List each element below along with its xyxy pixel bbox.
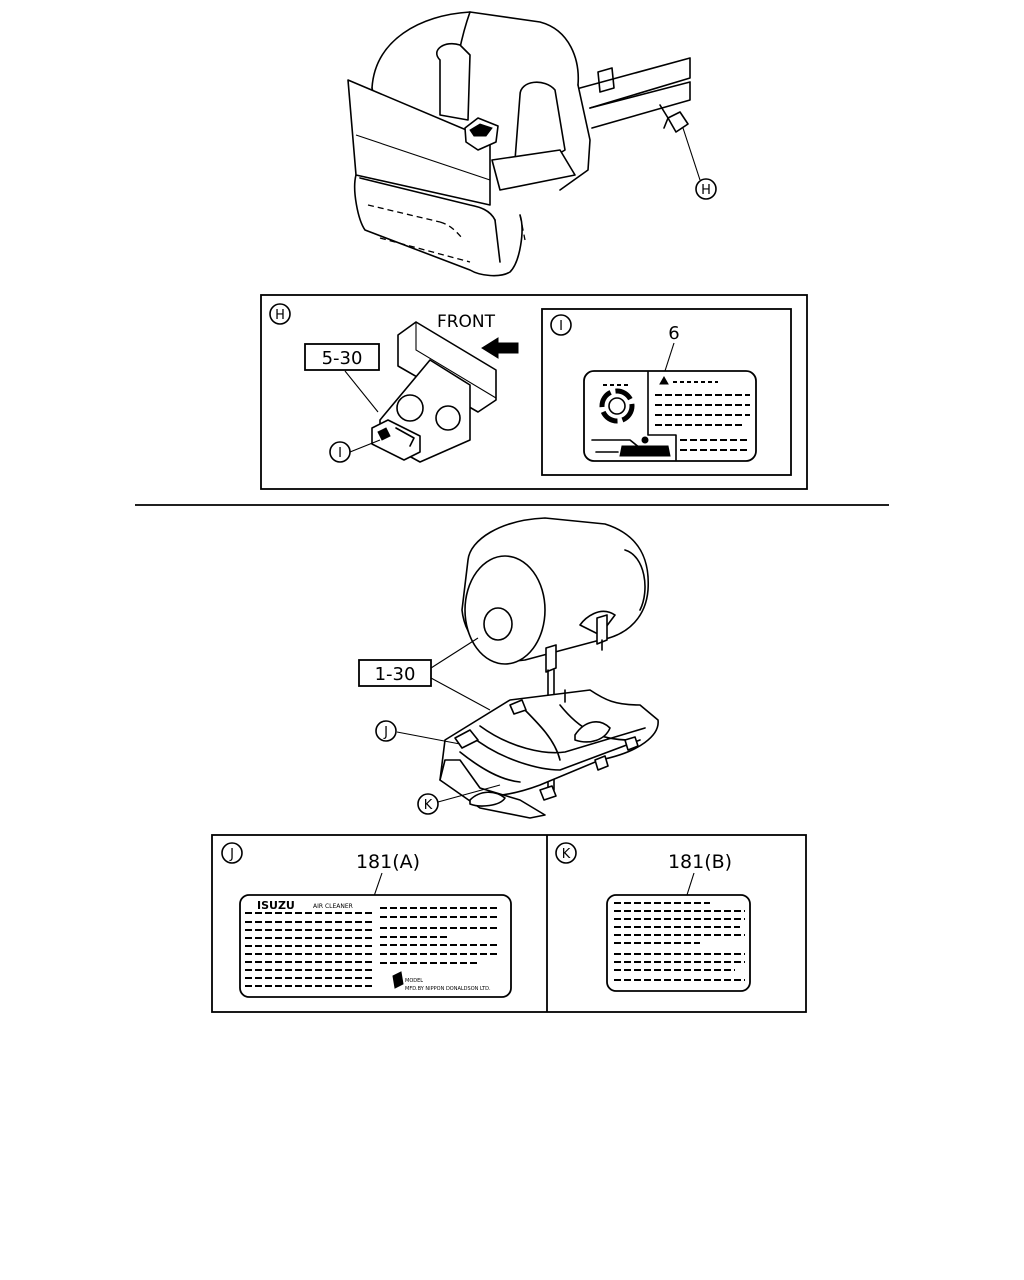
callout-j-main: J bbox=[375, 720, 461, 745]
svg-text:H: H bbox=[275, 308, 285, 323]
part-5-30-label: 5-30 bbox=[304, 343, 380, 413]
detail-h-panel: H FRONT 5-30 I bbox=[260, 294, 808, 490]
decal-subtitle: AIR CLEANER bbox=[313, 903, 353, 910]
svg-text:I: I bbox=[559, 319, 563, 334]
part-1-30-label: 1-30 bbox=[358, 637, 491, 711]
detail-i-panel: I 6 bbox=[541, 308, 792, 476]
svg-text:J: J bbox=[229, 847, 234, 862]
svg-text:5-30: 5-30 bbox=[322, 348, 363, 369]
front-arrow bbox=[481, 337, 519, 359]
part-181a-label: 181(A) bbox=[356, 851, 420, 873]
decal-brand: ISUZU bbox=[257, 899, 295, 912]
rotation-arrows-icon bbox=[599, 384, 635, 424]
donaldson-logo-icon bbox=[392, 971, 404, 989]
svg-text:H: H bbox=[701, 183, 711, 198]
warning-icon bbox=[659, 375, 669, 385]
front-label: FRONT bbox=[437, 312, 496, 332]
detail-i-tag: I bbox=[550, 314, 572, 336]
svg-text:K: K bbox=[562, 847, 571, 862]
detail-h-tag: H bbox=[269, 303, 291, 325]
part-6-label: 6 bbox=[668, 323, 679, 344]
svg-text:I: I bbox=[338, 446, 342, 461]
callout-k-main: K bbox=[417, 784, 501, 815]
air-cleaner-illustration bbox=[439, 517, 659, 819]
svg-text:1-30: 1-30 bbox=[375, 664, 416, 685]
svg-text:K: K bbox=[424, 798, 433, 813]
callout-h-top: H bbox=[695, 178, 717, 200]
cab-illustration bbox=[347, 11, 701, 277]
detail-j-tag: J bbox=[221, 842, 243, 864]
decal-6 bbox=[583, 370, 757, 462]
decal-model: MODEL bbox=[405, 978, 423, 984]
decal-detail-panel: J 181(A) ISUZU AIR CLEANER MO bbox=[211, 834, 807, 1013]
svg-text:J: J bbox=[383, 725, 388, 740]
decal-manufacturer: MFD.BY NIPPON DONALDSON LTD. bbox=[405, 986, 491, 992]
callout-i-left: I bbox=[329, 439, 381, 463]
detail-k-tag: K bbox=[555, 842, 577, 864]
lever-pictogram-icon bbox=[591, 436, 671, 457]
decal-181b bbox=[606, 894, 751, 992]
bracket-illustration bbox=[371, 321, 497, 463]
part-181b-label: 181(B) bbox=[668, 851, 732, 873]
decal-181a: ISUZU AIR CLEANER MODEL MFD.BY NIPPON DO… bbox=[239, 894, 512, 998]
